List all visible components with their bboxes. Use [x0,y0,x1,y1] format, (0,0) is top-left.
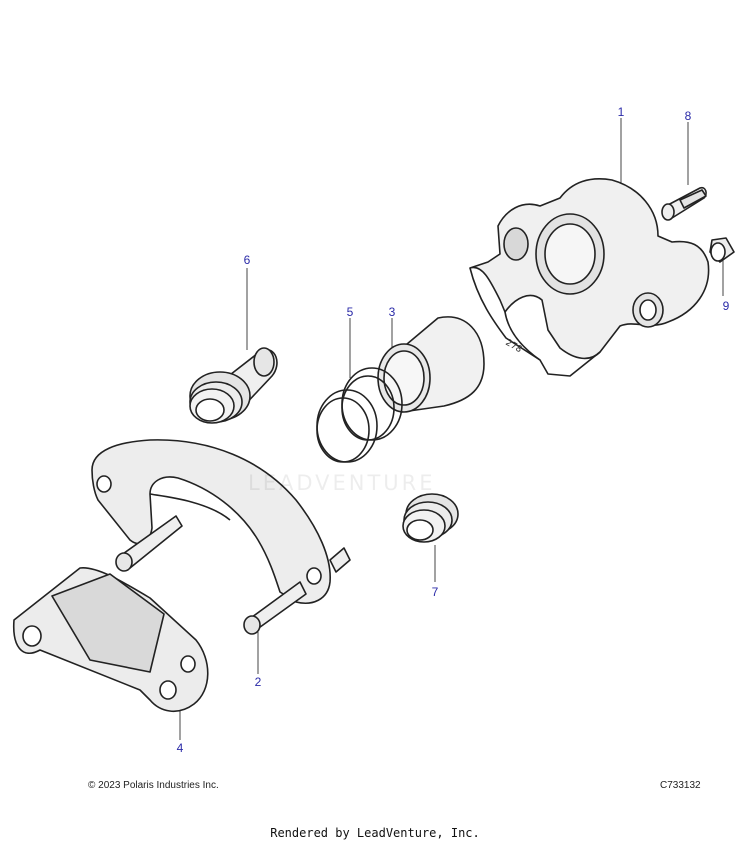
callout-label-5[interactable]: 5 [346,305,354,319]
callout-label-2[interactable]: 2 [254,675,262,689]
rendered-by-text: Rendered by LeadVenture, Inc. [270,826,480,840]
diagram-code: C733132 [660,780,701,791]
caliper-housing-part-1: 278 [469,178,725,377]
callout-label-8[interactable]: 8 [684,109,692,123]
svg-text:278: 278 [504,338,524,355]
brake-pad-part-4 [13,567,209,712]
caliper-bracket-part-2 [91,439,351,635]
callout-label-1[interactable]: 1 [617,105,625,119]
callout-label-4[interactable]: 4 [176,741,184,755]
bleeder-screw-part-8 [661,186,707,221]
boot-part-7 [402,493,459,543]
leadventure-watermark: LEADVENTURE [248,471,436,495]
copyright-text: © 2023 Polaris Industries Inc. [88,780,219,791]
callout-label-3[interactable]: 3 [388,305,396,319]
bleeder-cap-part-9 [709,237,735,263]
piston-part-3 [377,316,485,413]
seal-rings-part-5 [316,367,403,463]
slide-pin-part-6 [189,347,278,424]
callout-label-6[interactable]: 6 [243,253,251,267]
callout-label-7[interactable]: 7 [431,585,439,599]
callout-label-9[interactable]: 9 [722,299,730,313]
